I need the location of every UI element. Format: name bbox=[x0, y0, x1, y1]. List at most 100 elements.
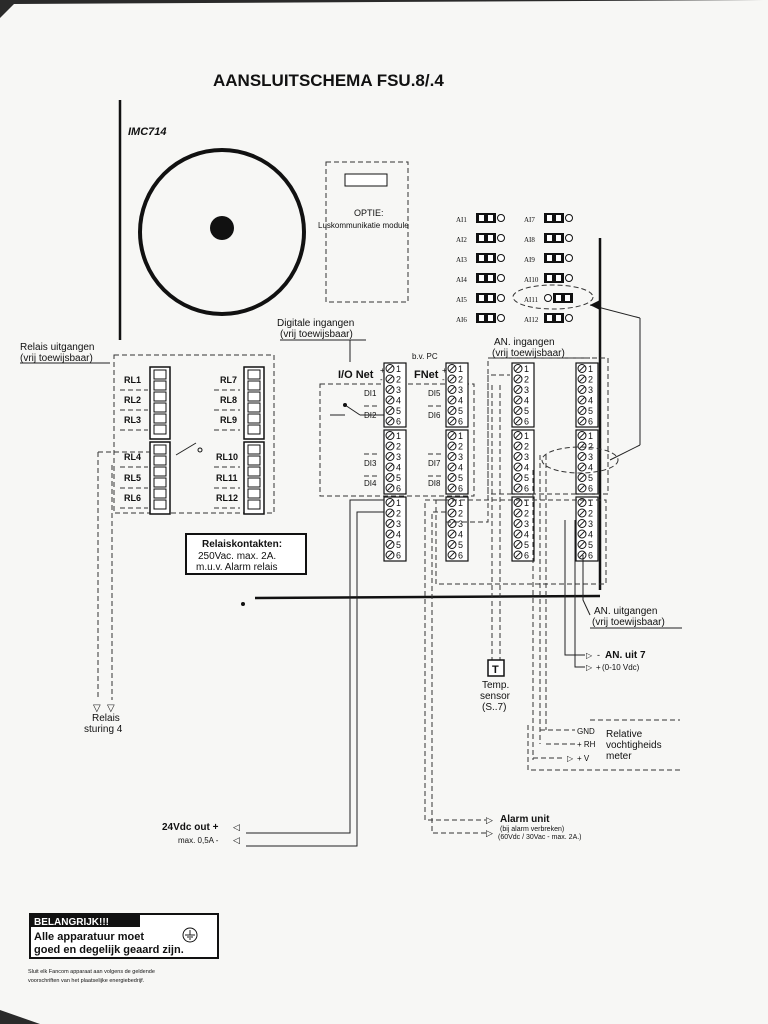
an-out7-arrow-minus: ▷ bbox=[586, 651, 593, 660]
ai-left-1-jumper bbox=[476, 233, 496, 243]
terminal-slot-3-2-2 bbox=[578, 520, 586, 527]
ai-right-0-label: AI7 bbox=[524, 216, 535, 224]
terminal-block-0-1 bbox=[383, 429, 407, 495]
ground-icon bbox=[182, 927, 198, 943]
option-connector bbox=[344, 173, 388, 187]
ai-right-5-jumper-pin-1 bbox=[547, 315, 552, 321]
ai-left-2-pin-open bbox=[497, 254, 505, 262]
io-net-plus: + bbox=[380, 366, 385, 375]
relay-right-label-5: RL12 bbox=[216, 493, 238, 503]
terminal-number-2-2-1: 2 bbox=[524, 509, 529, 519]
an-out7-minus: - bbox=[597, 650, 600, 660]
ai-right-0-pin-open bbox=[565, 214, 573, 222]
terminal-slot-0-2-0 bbox=[386, 499, 394, 506]
terminal-number-2-1-0: 1 bbox=[524, 431, 529, 441]
di-right-label-2: DI7 bbox=[428, 459, 441, 468]
terminal-block-1-0 bbox=[445, 362, 469, 428]
terminal-slot-2-0-1 bbox=[514, 375, 522, 383]
ai-left-2-label: AI3 bbox=[456, 256, 467, 264]
relay-right-label-4: RL11 bbox=[216, 473, 238, 483]
terminal-slot-3-0-0 bbox=[578, 365, 586, 372]
fnet-label: FNet bbox=[414, 369, 439, 381]
terminal-slot-3-0-5 bbox=[578, 417, 586, 425]
relay-block-right-bottom-slot-5 bbox=[247, 499, 261, 510]
terminal-slot-2-0-2 bbox=[514, 386, 522, 393]
ai-left-3-jumper-pin-2 bbox=[488, 275, 493, 281]
terminal-number-0-0-3: 4 bbox=[396, 396, 401, 406]
terminal-number-3-0-1: 2 bbox=[588, 375, 593, 385]
terminal-slot-2-0-0 bbox=[514, 365, 522, 372]
terminal-number-1-0-1: 2 bbox=[458, 375, 463, 385]
ai-left-0-jumper bbox=[476, 213, 496, 223]
ai-left-0-pin-open bbox=[497, 214, 505, 222]
terminal-slot-3-1-1 bbox=[578, 442, 586, 450]
terminal-slot-1-2-4 bbox=[448, 541, 456, 548]
relay-block-right-top-slot-4 bbox=[247, 413, 261, 424]
relay-block-left-bottom-slot-0 bbox=[153, 444, 167, 455]
ai-left-2-jumper bbox=[476, 253, 496, 263]
hum-v: + V bbox=[577, 754, 590, 763]
an-out7-arrow-plus: ▷ bbox=[586, 663, 593, 672]
terminal-slot-1-0-1 bbox=[448, 375, 456, 383]
terminal-slot-1-2-3 bbox=[448, 530, 456, 538]
relay-block-right-top-slot-0 bbox=[247, 369, 261, 380]
relay-outputs-box bbox=[113, 354, 275, 514]
terminal-number-3-0-0: 1 bbox=[588, 364, 593, 374]
terminal-number-2-2-5: 6 bbox=[524, 551, 529, 561]
terminal-number-3-2-1: 2 bbox=[588, 509, 593, 519]
terminal-slot-2-0-4 bbox=[514, 407, 522, 414]
controller-knob-ring bbox=[138, 148, 306, 316]
terminal-number-0-1-3: 4 bbox=[396, 463, 401, 473]
ai-left-4-pin-open bbox=[497, 294, 505, 302]
terminal-slot-3-1-4 bbox=[578, 474, 586, 481]
terminal-slot-1-1-4 bbox=[448, 474, 456, 481]
terminal-slot-3-1-3 bbox=[578, 463, 586, 471]
terminal-number-2-1-3: 4 bbox=[524, 463, 529, 473]
terminal-number-0-1-0: 1 bbox=[396, 431, 401, 441]
ai-right-1-jumper bbox=[544, 233, 564, 243]
relay-left-label-5: RL6 bbox=[124, 493, 141, 503]
terminal-slot-3-2-3 bbox=[578, 530, 586, 538]
relay-right-label-2: RL9 bbox=[220, 415, 237, 425]
terminal-slot-1-0-0 bbox=[448, 365, 456, 372]
terminal-number-0-2-2: 3 bbox=[396, 519, 401, 529]
terminal-slot-3-0-4 bbox=[578, 407, 586, 414]
wire-runs bbox=[246, 374, 680, 847]
hum-gnd: GND bbox=[577, 727, 595, 736]
terminal-number-1-0-5: 6 bbox=[458, 417, 463, 427]
terminal-block-2-1 bbox=[511, 429, 535, 495]
ai-right-5-pin-open bbox=[565, 314, 573, 322]
terminal-slot-0-0-3 bbox=[386, 396, 394, 404]
terminal-number-1-2-0: 1 bbox=[458, 498, 463, 508]
ai-left-3-jumper-pin-1 bbox=[479, 275, 484, 281]
power-out-max: max. 0,5A - bbox=[178, 836, 219, 845]
terminal-number-2-1-4: 5 bbox=[524, 473, 529, 483]
footnote-line1: Sluit elk Fancom apparaat aan volgens de… bbox=[28, 969, 155, 975]
relay-contacts-title: Relaiskontakten: bbox=[202, 539, 282, 550]
ai-right-2-pin-open bbox=[565, 254, 573, 262]
terminal-slot-0-0-0 bbox=[386, 365, 394, 372]
terminal-number-0-2-3: 4 bbox=[396, 530, 401, 540]
relay-outputs-title: Relais uitgangen bbox=[20, 342, 95, 353]
hum-line2: vochtigheids bbox=[606, 740, 662, 751]
terminal-number-3-2-4: 5 bbox=[588, 540, 593, 550]
fnet-minus: - bbox=[442, 375, 445, 384]
relay-left-label-1: RL2 bbox=[124, 395, 141, 405]
di-switch-pin bbox=[343, 403, 347, 407]
terminal-slot-2-2-3 bbox=[514, 530, 522, 538]
terminal-columns: 1234561234561234561234561234561234561234… bbox=[383, 362, 599, 562]
ai-left-3-label: AI4 bbox=[456, 276, 467, 284]
terminal-number-2-2-4: 5 bbox=[524, 540, 529, 550]
an-inputs-subtitle: (vrij toewijsbaar) bbox=[492, 348, 565, 359]
ai-right-0-jumper-pin-1 bbox=[547, 215, 552, 221]
terminal-number-3-1-2: 3 bbox=[588, 452, 593, 462]
relay-block-left-bottom-slot-1 bbox=[153, 455, 167, 466]
relay-block-right-bottom-slot-2 bbox=[247, 466, 261, 477]
relay-block-left-top-slot-5 bbox=[153, 424, 167, 435]
io-net-minus: - bbox=[380, 375, 383, 384]
di-switch-arm bbox=[344, 404, 361, 416]
option-module-box bbox=[325, 161, 409, 303]
hum-line3: meter bbox=[606, 751, 632, 762]
ai-right-1-pin-open bbox=[565, 234, 573, 242]
